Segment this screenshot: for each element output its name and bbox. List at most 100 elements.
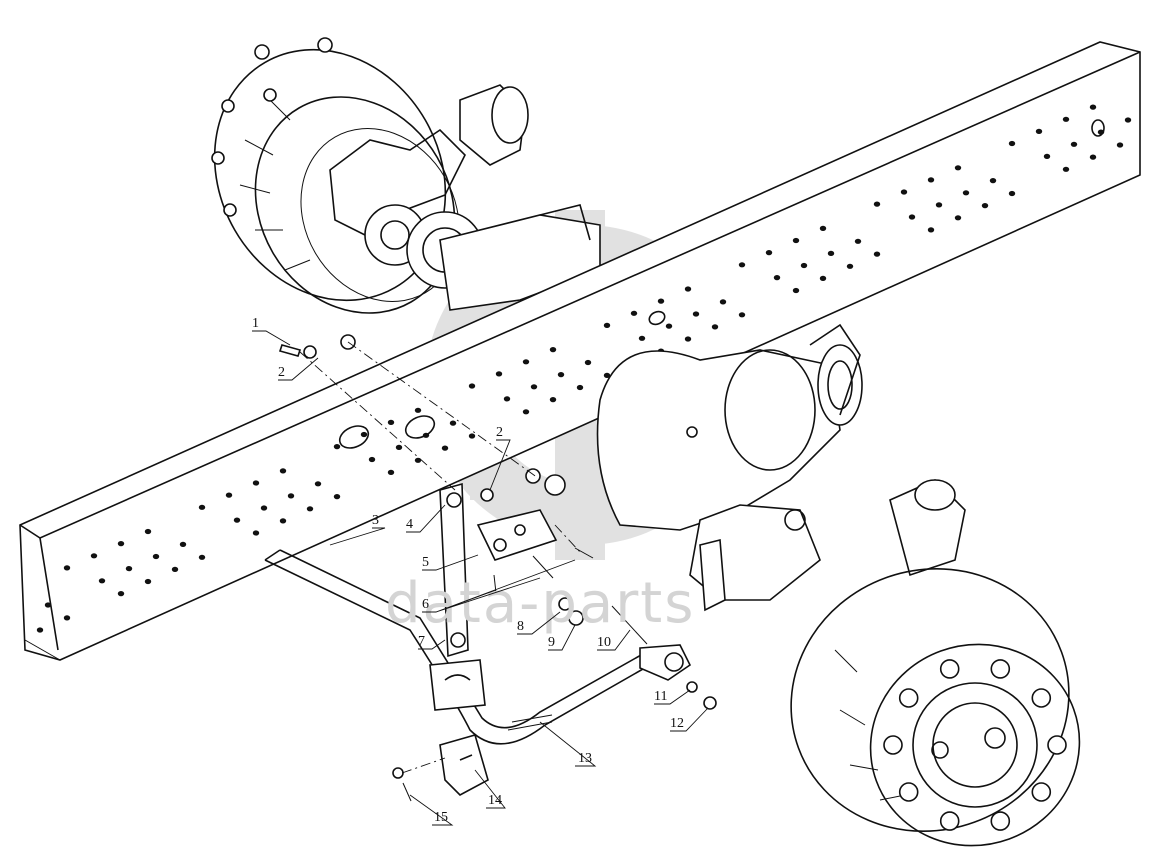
frame-hole <box>414 407 422 413</box>
frame-hole <box>144 528 152 535</box>
hub-bolt <box>898 688 919 708</box>
frame-hole <box>638 335 646 341</box>
frame-hole <box>395 444 403 450</box>
frame-hole <box>198 504 206 510</box>
callout-13: 13 <box>578 751 592 766</box>
frame-hole <box>1097 129 1105 135</box>
frame-hole <box>900 189 908 195</box>
frame-hole <box>908 214 916 220</box>
frame-hole <box>314 481 322 487</box>
callout-15: 15 <box>434 810 448 825</box>
frame-hole <box>144 578 152 585</box>
callout-7: 7 <box>418 634 425 649</box>
hub-bolt <box>1031 688 1052 708</box>
frame-hole <box>657 298 665 304</box>
frame-hole <box>927 177 935 183</box>
frame-hole <box>449 420 457 426</box>
frame-hole <box>603 322 611 328</box>
frame-hole <box>800 262 808 269</box>
hub-bolt <box>990 811 1011 831</box>
callout-1: 1 <box>252 316 259 331</box>
frame-hole <box>1089 104 1097 110</box>
frame-hole <box>333 494 341 500</box>
frame-hole <box>287 493 295 499</box>
callout-3: 3 <box>372 513 379 528</box>
link-rod <box>439 482 469 658</box>
frame-hole <box>738 312 746 318</box>
frame-hole <box>1070 141 1078 147</box>
frame-hole <box>422 432 430 438</box>
frame-hole <box>1008 190 1016 197</box>
frame-hole <box>387 419 395 425</box>
frame-hole <box>981 203 989 209</box>
callout-14: 14 <box>488 793 502 808</box>
lower-brake-drum <box>790 479 1081 847</box>
frame-hole <box>549 347 557 353</box>
callout-12: 12 <box>670 716 684 731</box>
callout-4: 4 <box>406 517 413 532</box>
assembly-lines <box>299 341 581 774</box>
frame-hole <box>117 591 125 597</box>
frame-hole <box>954 215 962 221</box>
hub-bolt <box>990 659 1011 679</box>
frame-hole <box>530 384 538 390</box>
frame-hole <box>63 565 71 571</box>
frame-hole <box>819 275 827 281</box>
frame-hole <box>117 541 125 547</box>
frame-hole <box>36 627 44 633</box>
fasteners <box>278 334 717 802</box>
frame-rail <box>19 41 1141 661</box>
frame-hole <box>233 517 241 523</box>
frame-hole <box>90 553 98 559</box>
callout-labels: 1 2 2 3 4 5 6 7 8 9 10 11 12 13 14 15 <box>252 316 684 825</box>
watermark-text: data-parts <box>385 571 695 636</box>
stabilizer-bar <box>264 549 692 745</box>
hub-bolts <box>883 659 1067 831</box>
frame-hole <box>1043 153 1051 159</box>
bushing-bracket <box>429 659 486 711</box>
frame-hole <box>962 190 970 196</box>
frame-hole <box>152 553 160 560</box>
hub-bolt <box>898 782 919 802</box>
frame-hole <box>306 506 314 512</box>
frame-hole <box>584 359 592 366</box>
frame-hole <box>495 371 503 377</box>
frame-hole <box>792 237 800 244</box>
frame-hole <box>954 165 962 171</box>
frame-hole <box>684 336 692 342</box>
frame-hole <box>873 201 881 207</box>
frame-holes <box>36 104 1132 633</box>
frame-hole <box>1062 166 1070 172</box>
clamp-bracket <box>439 734 489 796</box>
frame-hole <box>522 359 530 365</box>
frame-hole <box>935 202 943 208</box>
callout-11: 11 <box>654 689 667 704</box>
callout-2-right: 2 <box>496 425 503 440</box>
hub-bolt <box>883 735 903 755</box>
frame-hole <box>1116 142 1124 148</box>
callout-6: 6 <box>422 597 429 612</box>
leader-lines <box>252 330 709 826</box>
frame-hole <box>63 615 71 621</box>
hub-bolt <box>939 659 960 679</box>
frame-hole <box>854 238 862 244</box>
frame-hole <box>549 397 557 403</box>
callout-8: 8 <box>517 619 524 634</box>
hub-bolt <box>1031 782 1052 802</box>
frame-hole <box>1008 140 1016 147</box>
frame-hole <box>279 518 287 524</box>
frame-hole <box>765 250 773 256</box>
frame-hole <box>603 372 611 378</box>
frame-hole <box>468 433 476 439</box>
frame-hole <box>846 263 854 269</box>
frame-hole <box>387 469 395 475</box>
frame-hole <box>665 323 673 329</box>
frame-hole <box>198 554 206 560</box>
frame-hole <box>98 578 106 584</box>
rear-axle-differential <box>544 323 863 612</box>
frame-hole <box>719 299 727 305</box>
callout-5: 5 <box>422 555 429 570</box>
frame-hole <box>225 492 233 498</box>
frame-hole <box>1124 117 1132 123</box>
frame-hole <box>441 445 449 451</box>
